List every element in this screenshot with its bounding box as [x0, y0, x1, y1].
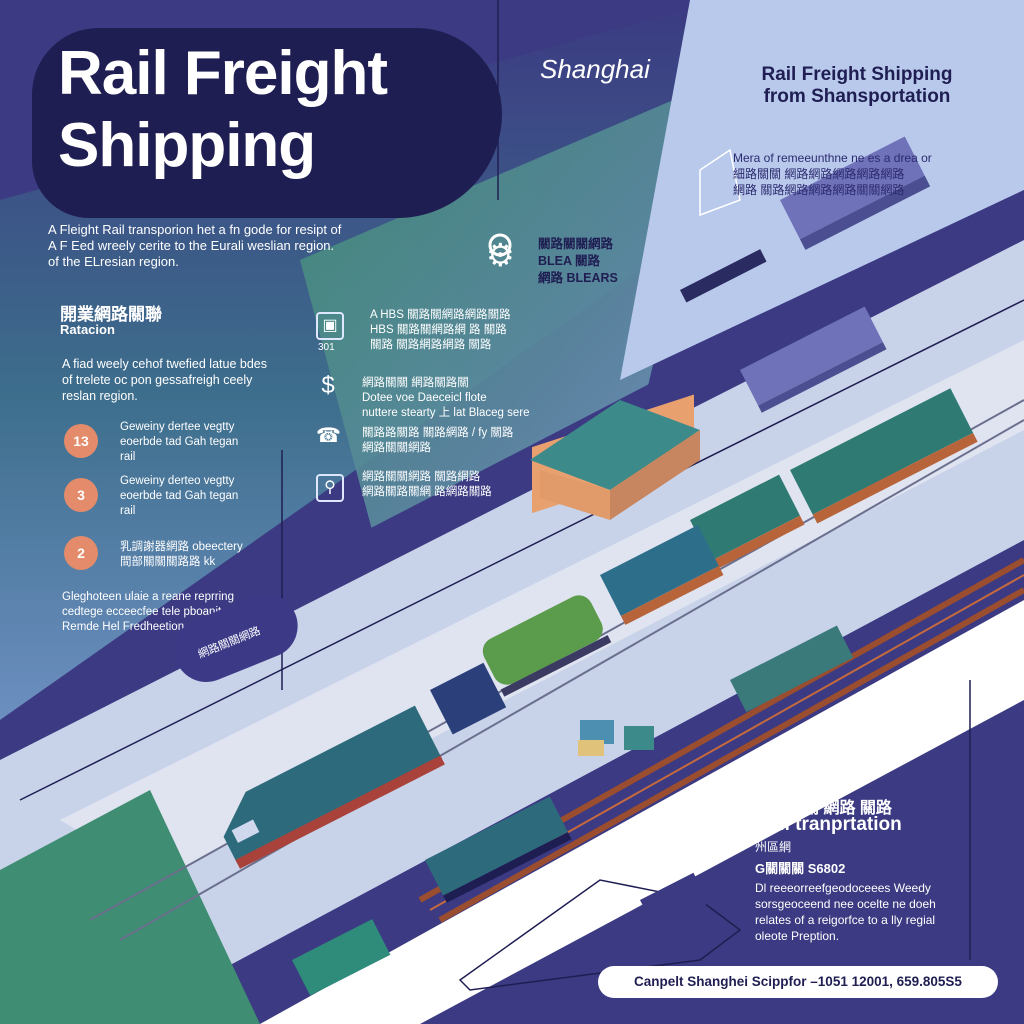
- rail-code: G關關關 S6802: [755, 861, 846, 876]
- subtitle-line-1: Rail Freight Shipping: [761, 64, 953, 85]
- feature-line: HBS 關路關網路網 路 關路: [370, 324, 507, 336]
- step-line: eoerbde tad Gah tegan: [120, 436, 239, 448]
- para-line: A fiad weely cehof twefied latue bdes: [62, 357, 267, 371]
- feature-line: 網路關關網路 關路網路: [362, 471, 481, 483]
- intro-line: of the ELresian region.: [48, 254, 179, 269]
- rail-description: Dl reeeorreefgeodoceees Weedy sorsgeocee…: [755, 880, 985, 944]
- rail-subtitle: 州區網: [755, 840, 792, 854]
- note-line: cedtege ecceecfee tele pboanit: [62, 606, 222, 618]
- step-line: 乳調謝器網路 obeectery: [120, 541, 243, 553]
- step-line: 間部關關關路路 kk: [120, 556, 216, 568]
- feature-caption: 301: [318, 342, 335, 353]
- feature-line: 網路關路關網 路網路關路: [362, 486, 492, 498]
- gear-line: 關路關關網路: [538, 237, 614, 251]
- dollar-icon: $: [321, 372, 335, 399]
- section-subheading: Ratacion: [60, 322, 115, 337]
- gear-line: BLEA 關路: [538, 254, 601, 268]
- feature-text: 網路關關 網路關路關 Dotee voe Daeceicl flote nutt…: [362, 376, 582, 421]
- intro-text: A Fleight Rail transporion het a fn gode…: [48, 222, 408, 270]
- feature-line: 關路路關路 關路網路 / fy 關路: [362, 427, 514, 439]
- intro-line: A F Eed wreely cerite to the Eurali wesl…: [48, 238, 335, 253]
- feature-text: A HBS 關路關網路網路關路 HBS 關路關網路網 路 關路 關路 關路網路網…: [370, 308, 590, 353]
- step-badge: 2: [64, 536, 98, 570]
- phone-icon: ☎: [316, 425, 341, 447]
- rail-title: Rail tranprtation: [755, 814, 902, 835]
- step-line: eoerbde tad Gah tegan: [120, 490, 239, 502]
- section-heading: 開業網路關聯: [60, 305, 162, 324]
- step-text: Geweiny dertee vegtty eoerbde tad Gah te…: [120, 420, 290, 465]
- feature-line: 網路關關網路: [362, 442, 431, 454]
- para-line: of trelete oc pon gessafreigh ceely: [62, 373, 253, 387]
- intro-line: A Fleight Rail transporion het a fn gode…: [48, 222, 342, 237]
- city-label: Shanghai: [540, 54, 650, 84]
- subtitle-line-2: from Shansportation: [763, 86, 951, 107]
- feature-line: A HBS 關路關網路網路關路: [370, 309, 511, 321]
- section-paragraph: A fiad weely cehof twefied latue bdes of…: [62, 356, 292, 404]
- desc-line: Dl reeeorreefgeodoceees Weedy: [755, 881, 931, 895]
- feature-line: Dotee voe Daeceicl flote: [362, 392, 487, 404]
- note-text: Gleghoteen ulaie a reane reprring cedteg…: [62, 590, 262, 635]
- desc-line: sorsgeoceend nee ocelte ne doeh: [755, 897, 936, 911]
- feature-line: 關路 關路網路網路 關路: [370, 339, 492, 351]
- footer-banner: Canpelt Shanghei Scippfor –1051 12001, 6…: [598, 966, 998, 998]
- para-line: reslan region.: [62, 389, 138, 403]
- title-backdrop: [32, 28, 502, 218]
- note-line: Remde Hel Fredheetion: [62, 621, 185, 633]
- phone-box-icon: ⚲: [316, 474, 344, 502]
- desc-line: Mera of remeeunthne ne es a drea or: [733, 151, 932, 165]
- feature-text: 關路路關路 關路網路 / fy 關路 網路關關網路: [362, 426, 582, 456]
- title-line-1: Rail Freight: [58, 39, 388, 108]
- feature-line: 網路關關 網路關路關: [362, 377, 469, 389]
- page-title: Rail Freight Shipping: [58, 38, 388, 182]
- rail-heading: 能手二關 網路 關路: [755, 800, 892, 817]
- desc-line: oleote Preption.: [755, 929, 840, 943]
- right-description: Mera of remeeunthne ne es a drea or 細路關關…: [733, 150, 973, 198]
- gear-line: 網路 BLEARS: [538, 271, 618, 285]
- step-text: Geweiny derteo vegtty eoerbde tad Gah te…: [120, 474, 290, 519]
- step-line: rail: [120, 505, 136, 517]
- subtitle: Rail Freight Shipping from Shansportatio…: [742, 64, 972, 108]
- note-line: Gleghoteen ulaie a reane reprring: [62, 591, 234, 603]
- step-badge: 13: [64, 424, 98, 458]
- step-line: Geweiny dertee vegtty: [120, 421, 235, 433]
- step-badge: 3: [64, 478, 98, 512]
- desc-line: relates of a reigorfce to a lly regial: [755, 913, 936, 927]
- box-icon: ▣: [316, 312, 344, 340]
- feature-text: 網路關關網路 關路網路 網路關路關網 路網路關路: [362, 470, 582, 500]
- feature-line: nuttere stearty 上 lat Blaceg sere: [362, 407, 530, 419]
- desc-line: 網路 關路網路網路網路關關網路: [733, 183, 905, 197]
- title-line-2: Shipping: [58, 111, 316, 180]
- gear-text: 關路關關網路 BLEA 關路 網路 BLEARS: [538, 236, 638, 287]
- step-line: Geweiny derteo vegtty: [120, 475, 235, 487]
- step-text: 乳調謝器網路 obeectery 間部關關關路路 kk: [120, 540, 280, 570]
- step-line: rail: [120, 451, 136, 463]
- gear-icon: ⚙: [486, 237, 515, 273]
- desc-line: 細路關關 網路網路網路網路網路: [733, 167, 905, 181]
